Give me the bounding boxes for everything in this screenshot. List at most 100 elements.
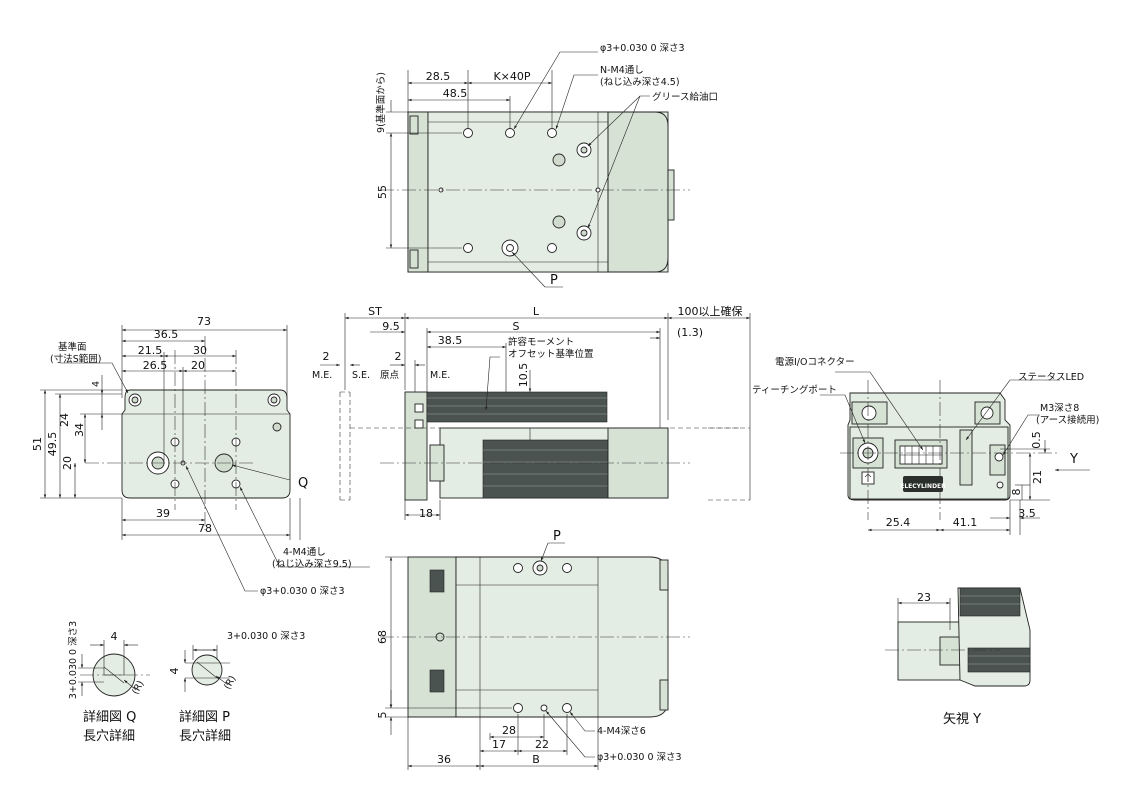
dim-41-1: 41.1 [953, 516, 978, 529]
note-4-m4-bottom: 4-M4深さ6 [597, 726, 646, 737]
note-power-io: 電源I/Oコネクター [775, 357, 855, 368]
dim-21: 21 [1031, 470, 1044, 484]
side-slider-rail [426, 391, 608, 423]
dim-21-5: 21.5 [138, 344, 163, 357]
detail-q-dim-pin: 3+0.030 0 深さ3 [68, 621, 79, 699]
dim-100: 100以上確保 [678, 304, 743, 318]
note-pin-end: φ3+0.030 0 深さ3 [260, 586, 345, 597]
top-tap-hole [463, 128, 473, 138]
dim-0-5: 0.5 [1030, 431, 1043, 449]
note-grease: グリース給油口 [652, 91, 718, 103]
dim-9-5: 9.5 [382, 320, 400, 333]
dim-b: B [532, 753, 540, 766]
label-p-top: P [550, 273, 558, 288]
dim-17: 17 [492, 738, 506, 751]
detail-q: 4 3+0.030 0 深さ3 (R) 詳細図 Q 長穴詳細 [68, 621, 150, 744]
label-me-1: M.E. [312, 370, 332, 381]
status-led [959, 429, 973, 486]
rear-view: ELECYLINDER 電源I/Oコネクター ステータスLED ティーチングポー… [752, 357, 1099, 535]
dim-34: 34 [73, 423, 86, 437]
detail-q-title-2: 長穴詳細 [83, 728, 135, 744]
svg-text:ELECYLINDER: ELECYLINDER [900, 483, 946, 490]
note-4-m4: 4-M4通し [283, 547, 326, 558]
detail-p: 3+0.030 0 深さ3 4 (R) 詳細図 P 長穴詳細 [168, 631, 305, 744]
top-tap-hole [505, 128, 515, 138]
dim-20-left: 20 [61, 456, 74, 470]
dim-st: ST [368, 305, 382, 318]
detail-q-dim-4: 4 [111, 630, 118, 643]
top-view: 9(基準面から) 28.5 K×40P 48.5 55 φ3+0.030 0 深… [375, 43, 718, 288]
dim-78: 78 [198, 522, 212, 535]
dim-73: 73 [197, 315, 211, 328]
dim-s: S [513, 320, 520, 333]
detail-p-title-1: 詳細図 P [179, 709, 230, 725]
dim-4: 4 [91, 381, 102, 387]
dim-25-4: 25.4 [886, 516, 911, 529]
label-me-2: M.E. [430, 370, 450, 381]
detail-p-dim-4: 4 [168, 668, 181, 675]
dim-l: L [533, 305, 540, 318]
detail-p-dim-pin: 3+0.030 0 深さ3 [227, 631, 305, 642]
note-n-m4: N-M4通し [600, 65, 644, 76]
note-ref-surface: 基準面 [58, 341, 87, 353]
note-status-led: ステータスLED [1018, 372, 1084, 383]
note-m3-sub: (アース接続用) [1036, 414, 1099, 426]
note-m3: M3深さ8 [1040, 403, 1079, 414]
view-y-title: 矢視 Y [943, 712, 981, 727]
dim-49-5: 49.5 [46, 432, 59, 457]
dim-9-ref: 9(基準面から) [375, 72, 387, 133]
label-origin: 原点 [380, 370, 400, 381]
dim-24: 24 [58, 413, 71, 427]
side-slider-plate [404, 391, 428, 501]
dim-28: 28 [502, 724, 516, 737]
side-motor-fins [482, 439, 609, 499]
dim-2a: 2 [323, 350, 330, 363]
end-view: 73 36.5 21.5 30 26.5 20 基準面 (寸法S範囲) 4 24… [31, 315, 370, 597]
side-view: ST L 100以上確保 9.5 S (1.3) 38.5 許容モーメント オフ… [312, 304, 751, 520]
note-teaching-port: ティーチングポート [752, 384, 837, 396]
top-view-end-cap [607, 111, 669, 273]
dim-8: 8 [1010, 489, 1023, 496]
dim-28-5: 28.5 [426, 70, 451, 83]
dim-51: 51 [31, 437, 44, 451]
dim-3-5: 3.5 [1018, 507, 1036, 520]
dim-36-5: 36.5 [154, 328, 179, 341]
dim-26-5: 26.5 [143, 359, 168, 372]
dim-10-5: 10.5 [517, 363, 530, 388]
dim-38-5: 38.5 [438, 334, 463, 347]
note-moment-2: オフセット基準位置 [508, 348, 594, 360]
note-pin-bottom: φ3+0.030 0 深さ3 [597, 752, 682, 763]
bottom-view: P 68 5 28 17 22 36 B 4-M4深さ6 φ3+0.030 0 … [376, 529, 690, 770]
dim-5: 5 [376, 712, 389, 719]
dim-39: 39 [156, 507, 170, 520]
dim-20-top: 20 [191, 359, 205, 372]
detail-p-title-2: 長穴詳細 [179, 728, 231, 744]
dim-22: 22 [535, 738, 549, 751]
view-y: 23 矢視 Y [885, 587, 1031, 727]
note-4-m4-depth: (ねじ込み深さ9.5) [272, 559, 352, 570]
elecylinder-logo: ELECYLINDER [900, 476, 946, 492]
detail-q-title-1: 詳細図 Q [83, 709, 136, 725]
top-tap-hole [463, 243, 473, 253]
label-y: Y [1069, 452, 1078, 467]
end-view-body [121, 389, 291, 499]
label-q: Q [298, 476, 308, 491]
view-y-dim-23: 23 [917, 591, 931, 604]
note-moment-1: 許容モーメント [508, 336, 574, 348]
top-tap-hole [547, 243, 557, 253]
note-pin-hole: φ3+0.030 0 深さ3 [600, 43, 685, 54]
dim-55: 55 [376, 185, 389, 199]
detail-p-r: (R) [222, 674, 239, 692]
note-n-m4-depth: (ねじ込み深さ4.5) [600, 77, 680, 88]
dim-30: 30 [193, 344, 207, 357]
dim-2b: 2 [395, 350, 402, 363]
label-p-bottom: P [553, 529, 561, 544]
label-se: S.E. [352, 370, 370, 381]
dim-18: 18 [419, 507, 433, 520]
dim-68: 68 [376, 630, 389, 644]
note-ref-range: (寸法S範囲) [50, 353, 101, 365]
dim-1-3: (1.3) [677, 326, 703, 339]
dim-k-x-40p: K×40P [493, 70, 530, 83]
dim-36: 36 [437, 753, 451, 766]
